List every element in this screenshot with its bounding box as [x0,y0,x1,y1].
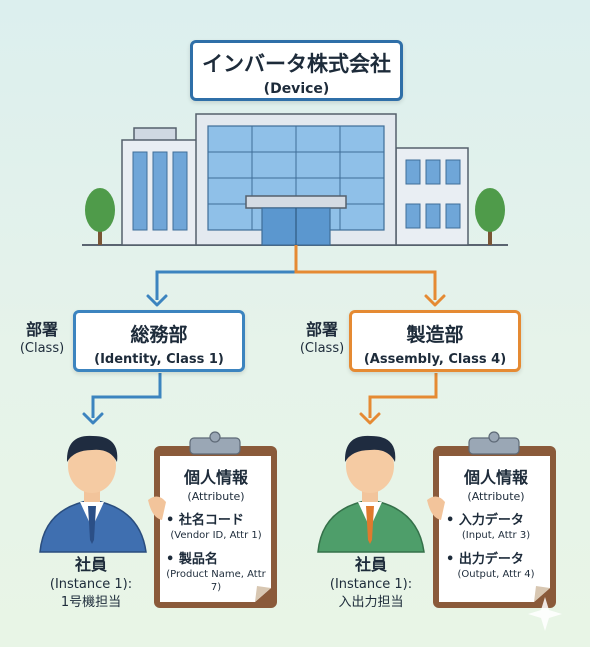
card1-item2-desc: (Product Name, Attr 7) [166,569,266,593]
connector-dept1-employee [91,373,162,418]
connector-device-dept2 [294,245,437,300]
employee1-instance: (Instance 1): [49,577,133,592]
attribute-card-1: 個人情報 (Attribute) • 社名コード (Vendor ID, Att… [166,464,266,594]
device-sub: (Device) [263,81,330,97]
tree-right-icon [475,188,505,245]
card2-item2-label: • 出力データ [446,552,524,567]
dept2-name: 製造部 [406,324,464,346]
card2-title: 個人情報 [463,468,528,487]
arrowhead-employee2-icon [359,412,381,425]
employee-avatar-2 [317,435,425,553]
connector-dept2-employee [368,373,438,418]
card1-subtitle: (Attribute) [187,490,245,503]
employee1-label: 社員 (Instance 1): 1号機担当 [26,556,156,612]
dept1-sub: (Identity, Class 1) [94,352,224,367]
employee2-role: 入出力担当 [338,595,404,610]
arrowhead-dept1-icon [146,294,168,307]
sparkle-icon [528,597,562,631]
arrowhead-employee1-icon [82,412,104,425]
card2-subtitle: (Attribute) [467,490,525,503]
card1-item1-desc: (Vendor ID, Attr 1) [170,530,262,541]
employee2-instance: (Instance 1): [329,577,413,592]
dept1-side-sub: (Class) [19,341,65,356]
device-name: インバータ株式会社 [202,52,391,76]
device-box: インバータ株式会社 (Device) [190,40,403,101]
dept2-side-label: 部署 (Class) [290,320,354,358]
card2-item2-desc: (Output, Attr 4) [457,569,535,580]
card2-item1-label: • 入力データ [446,513,524,528]
attribute-card-2: 個人情報 (Attribute) • 入力データ (Input, Attr 3)… [446,464,546,581]
card1-item1-label: • 社名コード [166,513,244,528]
arrowhead-dept2-icon [424,294,446,307]
dept2-sub: (Assembly, Class 4) [363,352,507,367]
dept2-side-title: 部署 [305,320,338,339]
dept1-side-label: 部署 (Class) [10,320,74,358]
dept2-side-sub: (Class) [299,341,345,356]
employee1-role: 1号機担当 [60,595,122,610]
card1-title: 個人情報 [183,468,248,487]
employee1-title: 社員 [74,555,107,574]
dept2-box: 製造部 (Assembly, Class 4) [349,310,521,372]
building-icon [121,113,469,246]
clipboard-2-icon [427,431,556,608]
card1-item2-label: • 製品名 [166,552,218,567]
dept1-box: 総務部 (Identity, Class 1) [73,310,245,372]
employee2-title: 社員 [354,555,387,574]
dept1-side-title: 部署 [25,320,58,339]
connector-device-dept1 [155,245,298,300]
employee2-label: 社員 (Instance 1): 入出力担当 [306,556,436,612]
employee-avatar-1 [39,435,147,553]
dept1-name: 総務部 [130,324,188,346]
clipboard-1-icon [148,431,277,608]
card2-item1-desc: (Input, Attr 3) [461,530,531,541]
tree-left-icon [85,188,115,245]
